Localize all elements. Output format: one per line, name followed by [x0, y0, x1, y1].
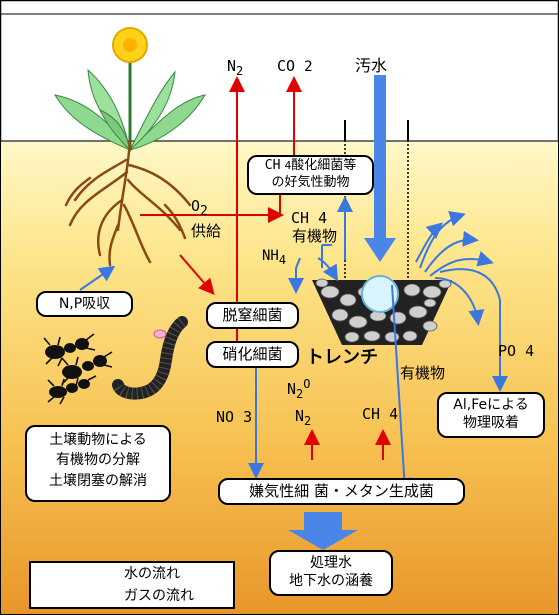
treated-water-box: 処理水 地下水の涵養 [269, 550, 393, 596]
n2o-label: N2O [287, 377, 311, 401]
gas-arrows [40, 76, 391, 605]
organic-upper-label: 有機物 [292, 227, 338, 245]
np-uptake-box: N,P吸収 [36, 291, 133, 317]
n2-low-label: N2 [295, 407, 312, 428]
gravel-trench [312, 275, 452, 345]
sewage-inflow-arrow [364, 75, 396, 262]
aerobic-bacteria-box: CH 4酸化細菌等 の好気性動物 [247, 155, 374, 195]
plant-roots [64, 139, 192, 267]
trench-label: トレンチ [306, 347, 378, 368]
pipe-cross-section [361, 275, 399, 313]
dandelion-plant [53, 27, 207, 152]
ant-icon [45, 338, 107, 398]
po4-down-arrow [439, 268, 508, 392]
supply-label: 供給 [191, 222, 222, 240]
nh4-label: NH4 [262, 248, 287, 267]
po4-label: PO 4 [498, 342, 535, 360]
denitrifying-bacteria-box: 脱窒細菌 [206, 302, 299, 329]
nitrifying-bacteria-box: 硝化細菌 [206, 341, 299, 368]
sewage-label: 汚水 [355, 56, 388, 75]
legend-water-label: 水の流れ [124, 566, 180, 582]
np-uptake-arrow [79, 265, 116, 291]
no3-label: NO 3 [216, 408, 253, 426]
o2-label: O2 [191, 197, 208, 219]
anaerobic-bacteria-box: 嫌気性細 菌・メタン生成菌 [218, 478, 465, 505]
organic-lower-label: 有機物 [400, 364, 446, 382]
legend-box [29, 561, 235, 609]
ch4-mid-label: CH 4 [291, 209, 328, 227]
legend-gas-label: ガスの流れ [124, 588, 194, 604]
soil-animals-box: 土壌動物による 有機物の分解 土壌閉塞の解消 [25, 425, 171, 502]
organic-down-arrow [391, 284, 413, 494]
ch4-low-label: CH 4 [362, 405, 399, 423]
o2-to-bacteria-arrow [179, 254, 215, 296]
adsorption-box: Al,Feによる 物理吸着 [437, 392, 545, 438]
n2-top-label: N2 [227, 57, 244, 78]
treated-water-arrow [288, 512, 358, 550]
co2-top-label: CO 2 [277, 57, 313, 75]
